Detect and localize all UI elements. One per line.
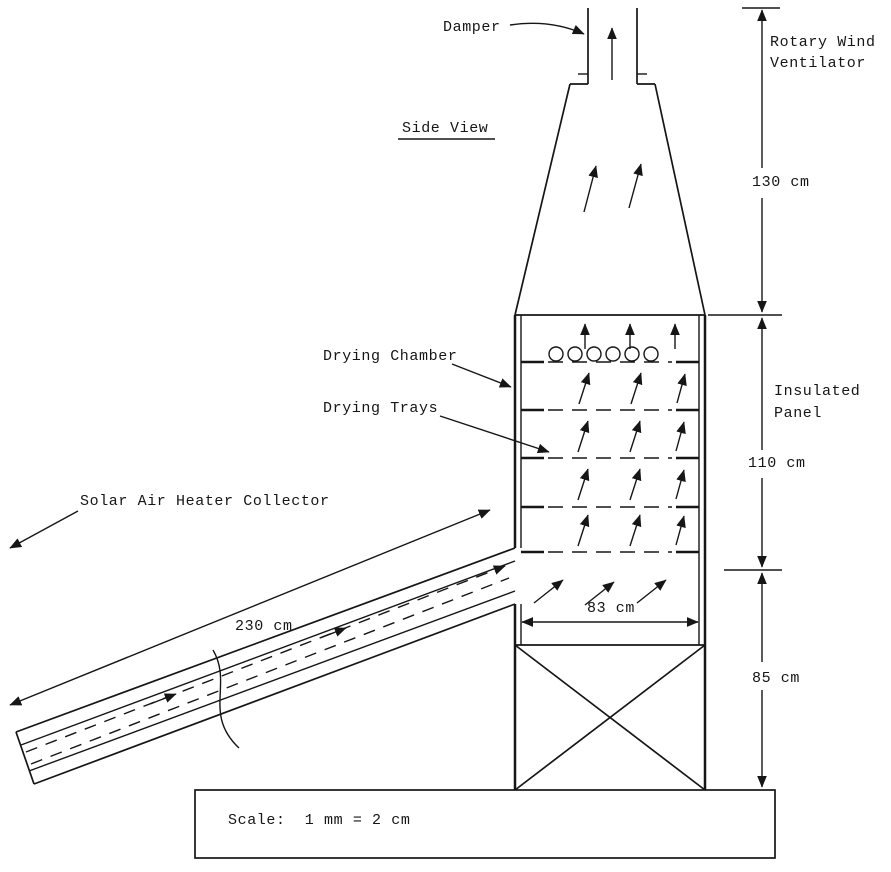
base-slab — [194, 789, 776, 859]
dimension-line-230 — [9, 509, 491, 706]
airflow-arrow — [578, 372, 591, 405]
base: Scale: 1 mm = 2 cm — [194, 789, 776, 859]
hood-airflow-arrow — [628, 163, 643, 209]
hood-slant-left — [514, 83, 571, 316]
airflow-arrow — [676, 373, 687, 404]
scale-note: Scale: 1 mm = 2 cm — [228, 812, 410, 829]
ventilator-hood — [514, 83, 706, 316]
collector-airflow-arrow — [319, 627, 347, 639]
solar-collector: 230 cm — [9, 509, 516, 785]
rotary-wind-label-line2: Ventilator — [770, 55, 866, 72]
callouts: Damper Side View Rotary Wind Ventilator … — [9, 19, 876, 549]
drying-chamber-leader-line — [451, 363, 512, 388]
airflow-arrow — [629, 420, 642, 453]
dimension-label-83cm: 83 cm — [587, 600, 635, 617]
produce-item — [624, 346, 640, 362]
rotary-wind-label-line1: Rotary Wind — [770, 34, 876, 51]
dimension-label-85cm: 85 cm — [752, 670, 800, 687]
collector-glazing-outer — [15, 547, 516, 733]
drying-trays-leader-line — [439, 415, 550, 454]
solar-collector-label: Solar Air Heater Collector — [80, 493, 330, 510]
insulated-panel-label-line2: Panel — [774, 405, 822, 422]
dimension-label-110cm: 110 cm — [748, 455, 806, 472]
produce-item — [567, 346, 583, 362]
collector-airflow-dashed — [25, 565, 506, 753]
side-view-title: Side View — [402, 120, 488, 137]
airflow-arrow — [629, 514, 642, 547]
collector-bottom-panel — [33, 603, 516, 785]
inlet-airflow-arrow — [584, 581, 615, 606]
airflow-arrow — [675, 469, 686, 500]
damper-leader-line — [509, 22, 585, 35]
dimension-label-230cm: 230 cm — [235, 618, 293, 635]
dimension-label-130cm: 130 cm — [752, 174, 810, 191]
airflow-arrow — [675, 515, 686, 546]
damper-label: Damper — [443, 19, 501, 36]
drying-trays — [521, 346, 699, 554]
insulated-panel-label-line1: Insulated — [774, 383, 860, 400]
produce-item — [586, 346, 602, 362]
hood-slant-right — [654, 83, 706, 316]
collector-glazing-inner — [20, 560, 516, 746]
collector-airflow-arrow — [149, 693, 177, 705]
airflow-arrow — [577, 420, 590, 453]
hood-airflow-arrow — [583, 165, 598, 213]
produce-item — [548, 346, 564, 362]
airflow-arrow — [630, 372, 643, 405]
chimney-pipe — [578, 8, 647, 84]
produce-item — [643, 346, 659, 362]
solar-collector-leader-line — [9, 510, 79, 549]
inlet-airflow-arrow — [533, 579, 564, 604]
right-dimension-chain: 130 cm 110 cm 85 cm — [708, 7, 810, 788]
collector-break-curve — [212, 649, 240, 749]
collector-absorber-plate — [28, 590, 516, 772]
chamber-airflow-arrows — [533, 323, 687, 606]
produce-item — [605, 346, 621, 362]
cross-brace — [514, 644, 706, 791]
collector-inlet-end — [15, 731, 35, 785]
drying-trays-label: Drying Trays — [323, 400, 438, 417]
airflow-arrow — [577, 514, 590, 547]
dimension-chamber-width: 83 cm — [521, 600, 699, 627]
collector-airflow-dashed — [30, 577, 510, 765]
drying-chamber-structure — [513, 314, 707, 791]
airflow-arrow — [629, 468, 642, 501]
drying-chamber-label: Drying Chamber — [323, 348, 457, 365]
inlet-airflow-arrow — [636, 579, 667, 604]
airflow-arrow — [675, 421, 686, 452]
airflow-arrow — [577, 468, 590, 501]
